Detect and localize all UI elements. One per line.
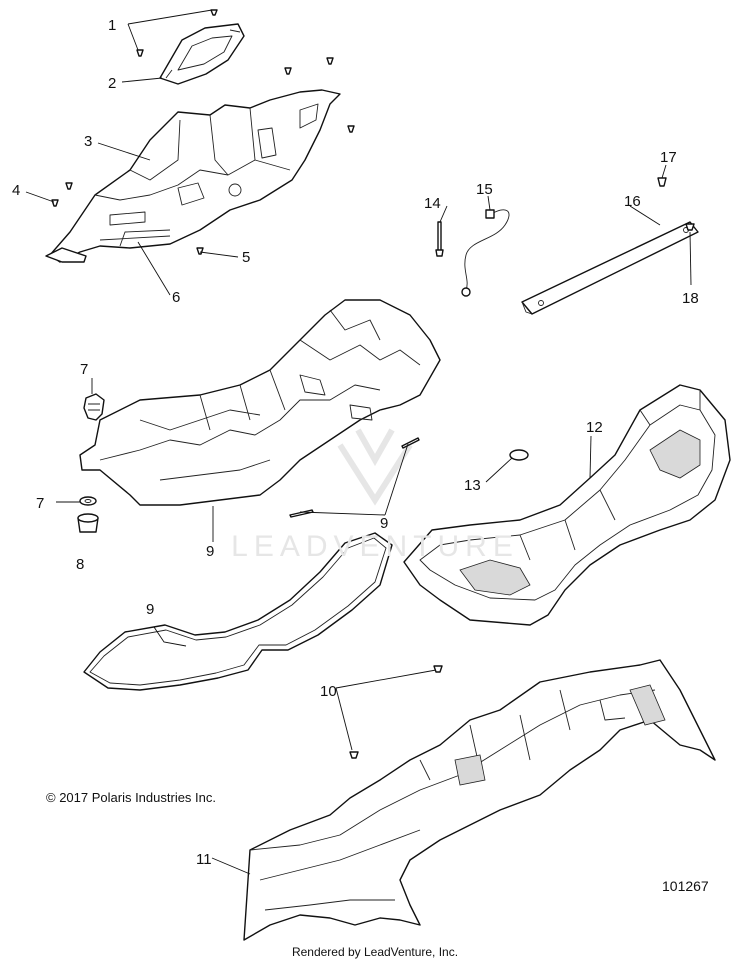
callout-14: 13 <box>464 477 481 494</box>
callout-9-upper: 6 <box>172 289 180 306</box>
callout-16: 14 <box>424 195 441 212</box>
part-12-strap <box>521 221 699 315</box>
callout-7-left: 4 <box>12 182 20 199</box>
part-14-plug <box>509 449 529 461</box>
part-10-rods <box>289 437 420 518</box>
part-15-wire <box>461 209 510 297</box>
part-4-tray <box>79 299 441 506</box>
callout-10: 9 <box>380 515 388 532</box>
part-8-seal <box>83 532 393 691</box>
callout-4: 9 <box>206 543 214 560</box>
callout-13: 18 <box>682 290 699 307</box>
part-1-fender <box>243 659 716 941</box>
part-16-pin <box>435 221 444 257</box>
callout-8: 9 <box>146 601 154 618</box>
callout-2: 12 <box>586 419 603 436</box>
part-3-console <box>45 89 341 263</box>
rendered-by-credit: Rendered by LeadVenture, Inc. <box>291 945 459 959</box>
watermark-text: LEADVENTURE <box>231 530 519 563</box>
callout-12: 16 <box>624 193 641 210</box>
fasteners-right <box>657 177 695 231</box>
drawing-number: 101267 <box>662 878 709 894</box>
callout-9-lower: 10 <box>320 683 337 700</box>
part-5-bracket <box>159 23 245 85</box>
callout-9-right: 17 <box>660 149 677 166</box>
callout-7-right: 5 <box>242 249 250 266</box>
fasteners-lower <box>349 665 443 759</box>
callout-3: 3 <box>84 133 92 150</box>
callout-1: 11 <box>196 851 212 868</box>
callout-11: 1 <box>108 17 116 34</box>
part-6-knob <box>83 393 105 421</box>
copyright-text: © 2017 Polaris Industries Inc. <box>46 790 216 805</box>
watermark-logo <box>337 428 413 506</box>
callout-5: 2 <box>108 75 116 92</box>
part-2-tub <box>403 384 731 626</box>
callout-18: 8 <box>76 556 84 573</box>
callout-6: 7 <box>80 361 88 378</box>
callout-17: 7 <box>36 495 44 512</box>
callout-labels: 1 2 3 4 5 6 7 7 8 9 9 9 10 11 12 13 14 1… <box>12 17 699 868</box>
callout-15: 15 <box>476 181 493 198</box>
part-18-grommet <box>77 513 99 533</box>
part-17-washer <box>79 496 97 506</box>
leader-lines <box>25 9 692 875</box>
